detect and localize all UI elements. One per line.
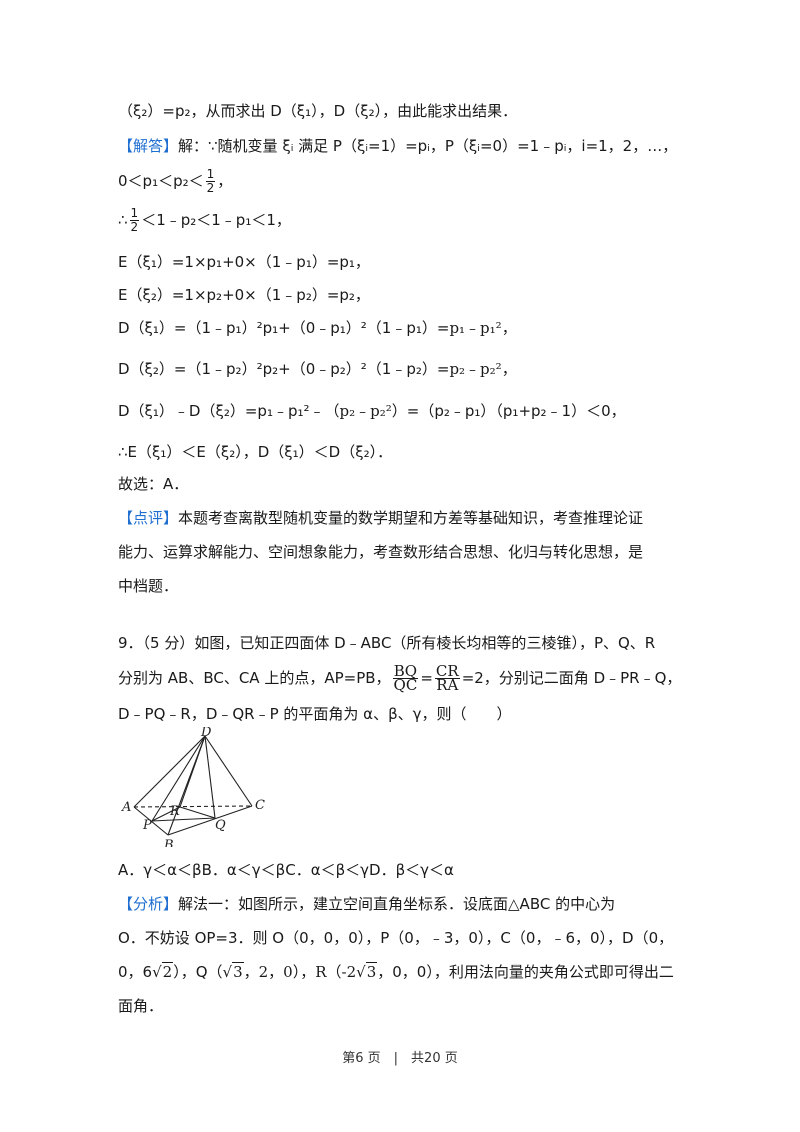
- vertex-label-d: D: [200, 727, 212, 740]
- text-line: E（ξ₂）=1×p₂+0×（1﹣p₂）=p₂，: [118, 286, 370, 304]
- text-line: 【解答】解：∵随机变量 ξᵢ 满足 P（ξᵢ=1）=pᵢ，P（ξᵢ=0）=1﹣p…: [118, 137, 678, 155]
- analysis-line: 面角．: [118, 997, 164, 1015]
- answer-tag: 【解答】: [118, 137, 179, 155]
- text-line: （ξ₂）=p₂，从而求出 D（ξ₁），D（ξ₂），由此能求出结果．: [118, 102, 518, 120]
- vertex-label-p: P: [142, 818, 152, 833]
- vertex-label-q: Q: [215, 818, 226, 833]
- formula: p₁﹣p₁²: [449, 319, 502, 337]
- vertex-label-a: A: [121, 800, 131, 815]
- text-line: D（ξ₂）=（1﹣p₂）²p₂+（0﹣p₂）²（1﹣p₂）=p₂﹣p₂²，: [118, 360, 517, 378]
- vertex-label-b: B: [163, 838, 174, 847]
- text-line: D（ξ₁）=（1﹣p₁）²p₁+（0﹣p₁）²（1﹣p₁）=p₁﹣p₁²，: [118, 319, 517, 337]
- vertex-label-r: R: [169, 804, 180, 819]
- text-line: 故选：A．: [118, 475, 189, 493]
- text-line: 中档题．: [118, 577, 179, 595]
- review-tag: 【点评】: [118, 509, 179, 527]
- analysis-tag: 【分析】: [118, 895, 179, 913]
- analysis-line: 0，6√2），Q（√3，2，0），R（-2√3，0，0），利用法向量的夹角公式即…: [118, 962, 674, 981]
- sqrt-expression: √3: [222, 962, 244, 981]
- text-line: 【点评】本题考查离散型随机变量的数学期望和方差等基础知识，考查推理论证: [118, 509, 644, 527]
- formula: p₂﹣p₂²: [449, 360, 502, 378]
- answer-options: A．γ＜α＜βB．α＜γ＜βC．α＜β＜γD．β＜γ＜α: [118, 861, 454, 879]
- text-line: D（ξ₁）﹣D（ξ₂）=p₁﹣p₁²﹣（p₂﹣p₂²）=（p₂﹣p₁）（p₁+p…: [118, 402, 626, 420]
- text-line: E（ξ₁）=1×p₁+0×（1﹣p₁）=p₁，: [118, 253, 370, 271]
- vertex-label-c: C: [255, 798, 265, 813]
- text-line: 能力、运算求解能力、空间想象能力，考查数形结合思想、化归与转化思想，是: [118, 543, 644, 561]
- text-line: ∴E（ξ₁）＜E（ξ₂），D（ξ₁）＜D（ξ₂）．: [118, 443, 393, 461]
- page-footer: 第6 页 | 共20 页: [342, 1051, 458, 1066]
- analysis-line: 【分析】解法一：如图所示，建立空间直角坐标系．设底面△ABC 的中心为: [118, 895, 616, 913]
- formula: p₂﹣p₂²: [339, 402, 392, 420]
- sqrt-expression: √2: [152, 962, 174, 981]
- sqrt-expression: √3: [356, 962, 378, 981]
- question-line: 9．（5 分）如图，已知正四面体 D﹣ABC（所有棱长均相等的三棱锥），P、Q、…: [118, 634, 656, 652]
- question-line: D﹣PQ﹣R，D﹣QR﹣P 的平面角为 α、β、γ，则（ ）: [118, 705, 512, 723]
- tetrahedron-figure: D A C P R Q B: [121, 727, 265, 847]
- analysis-line: O．不妨设 OP=3．则 O（0，0，0），P（0，﹣3，0），C（0，﹣6，0…: [118, 929, 674, 947]
